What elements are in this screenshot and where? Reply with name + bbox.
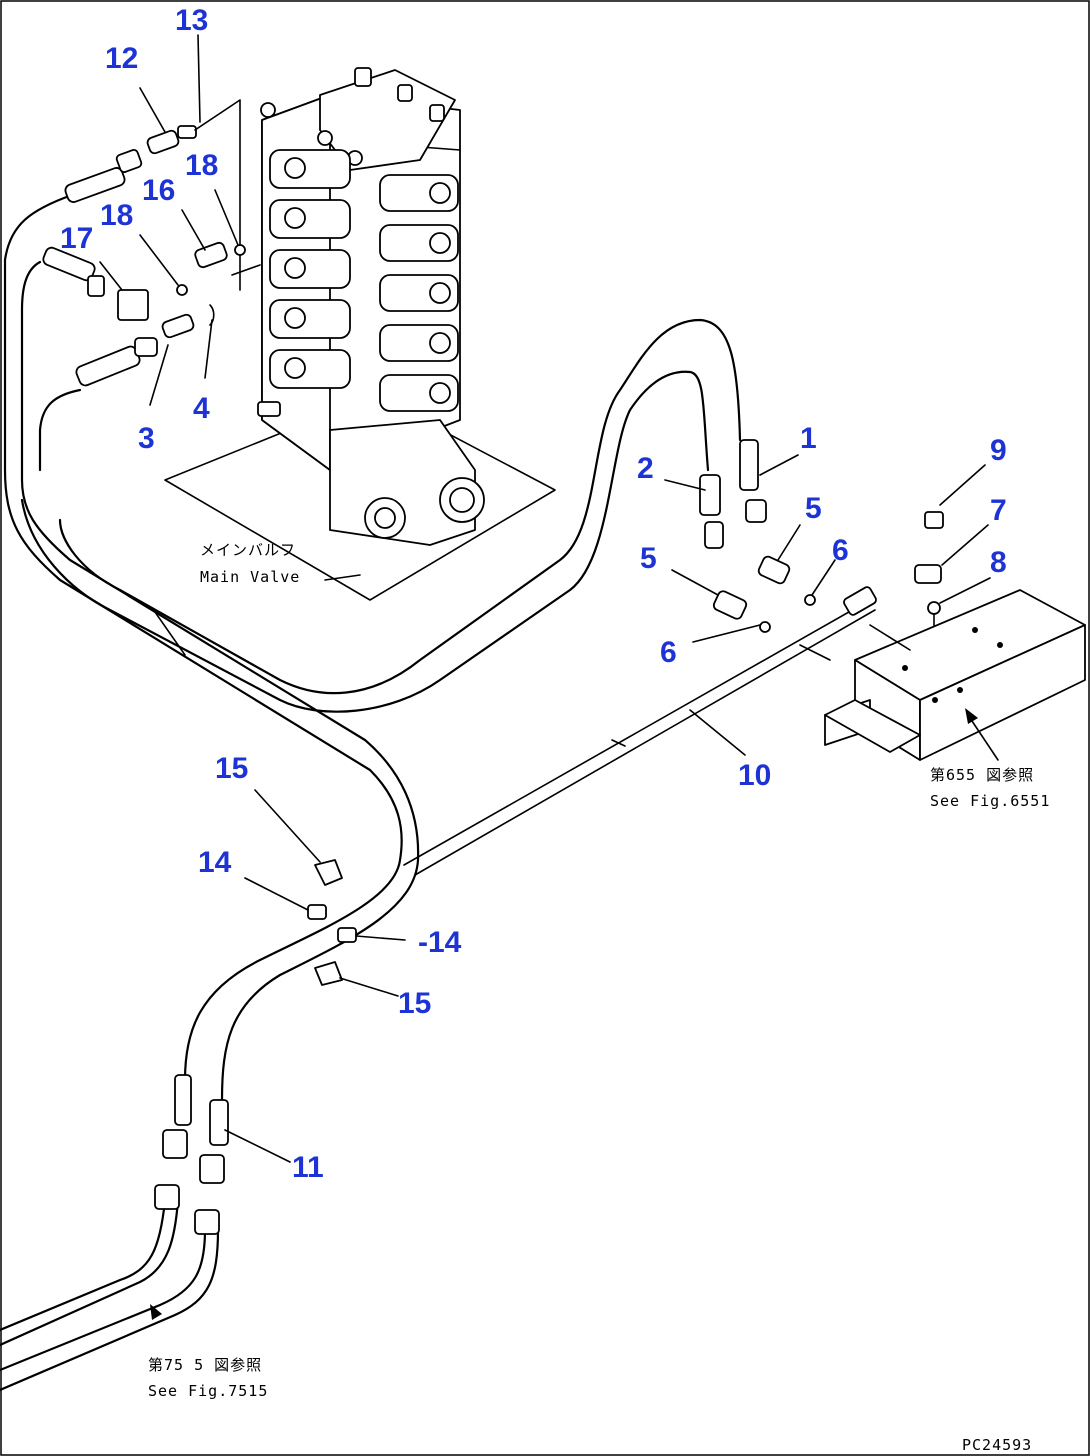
main-valve-label-jp: メインバルフ xyxy=(200,541,296,559)
callout-9: 9 xyxy=(990,434,1007,467)
fittings-right xyxy=(699,439,1086,761)
callout-4: 4 xyxy=(193,392,210,425)
callout-5-left: 5 xyxy=(640,542,657,575)
callout-5-right: 5 xyxy=(805,492,822,525)
ref-note-7515-jp: 第75 5 図参照 xyxy=(148,1356,262,1374)
hose-lines xyxy=(0,193,876,1392)
drawing-code: PC24593 xyxy=(962,1436,1032,1454)
fittings-upper-left xyxy=(42,99,261,387)
leader-lines xyxy=(99,34,999,1320)
callout-17: 17 xyxy=(60,222,93,255)
callout-18-lower: 18 xyxy=(100,199,133,232)
callout-2: 2 xyxy=(637,452,654,485)
callout-12: 12 xyxy=(105,42,138,75)
main-valve-label-en: Main Valve xyxy=(200,568,300,586)
callout-15-upper: 15 xyxy=(215,752,248,785)
callout-6-right: 6 xyxy=(832,534,849,567)
callout-10: 10 xyxy=(738,759,771,792)
callout-numbers: 13 12 18 16 18 17 3 4 1 2 5 5 6 6 9 7 8 … xyxy=(60,4,1007,1184)
ref-note-7515-en: See Fig.7515 xyxy=(148,1382,268,1400)
callout-14-left: 14 xyxy=(198,846,232,879)
callout-11: 11 xyxy=(292,1151,324,1184)
callout-3: 3 xyxy=(138,422,155,455)
callout-7: 7 xyxy=(990,494,1007,527)
callout-18-upper: 18 xyxy=(185,149,218,182)
callout-15-lower: 15 xyxy=(398,987,431,1020)
callout-1: 1 xyxy=(800,422,817,455)
ref-note-6551-en: See Fig.6551 xyxy=(930,792,1050,810)
callout-16: 16 xyxy=(142,174,175,207)
callout-8: 8 xyxy=(990,546,1007,579)
callout-13: 13 xyxy=(175,4,208,37)
clamps-and-lower-fittings xyxy=(154,739,626,1235)
ref-note-6551-jp: 第655 図参照 xyxy=(930,766,1034,784)
main-valve xyxy=(164,67,556,601)
callout-6-left: 6 xyxy=(660,636,677,669)
callout-14-right: -14 xyxy=(418,926,462,959)
